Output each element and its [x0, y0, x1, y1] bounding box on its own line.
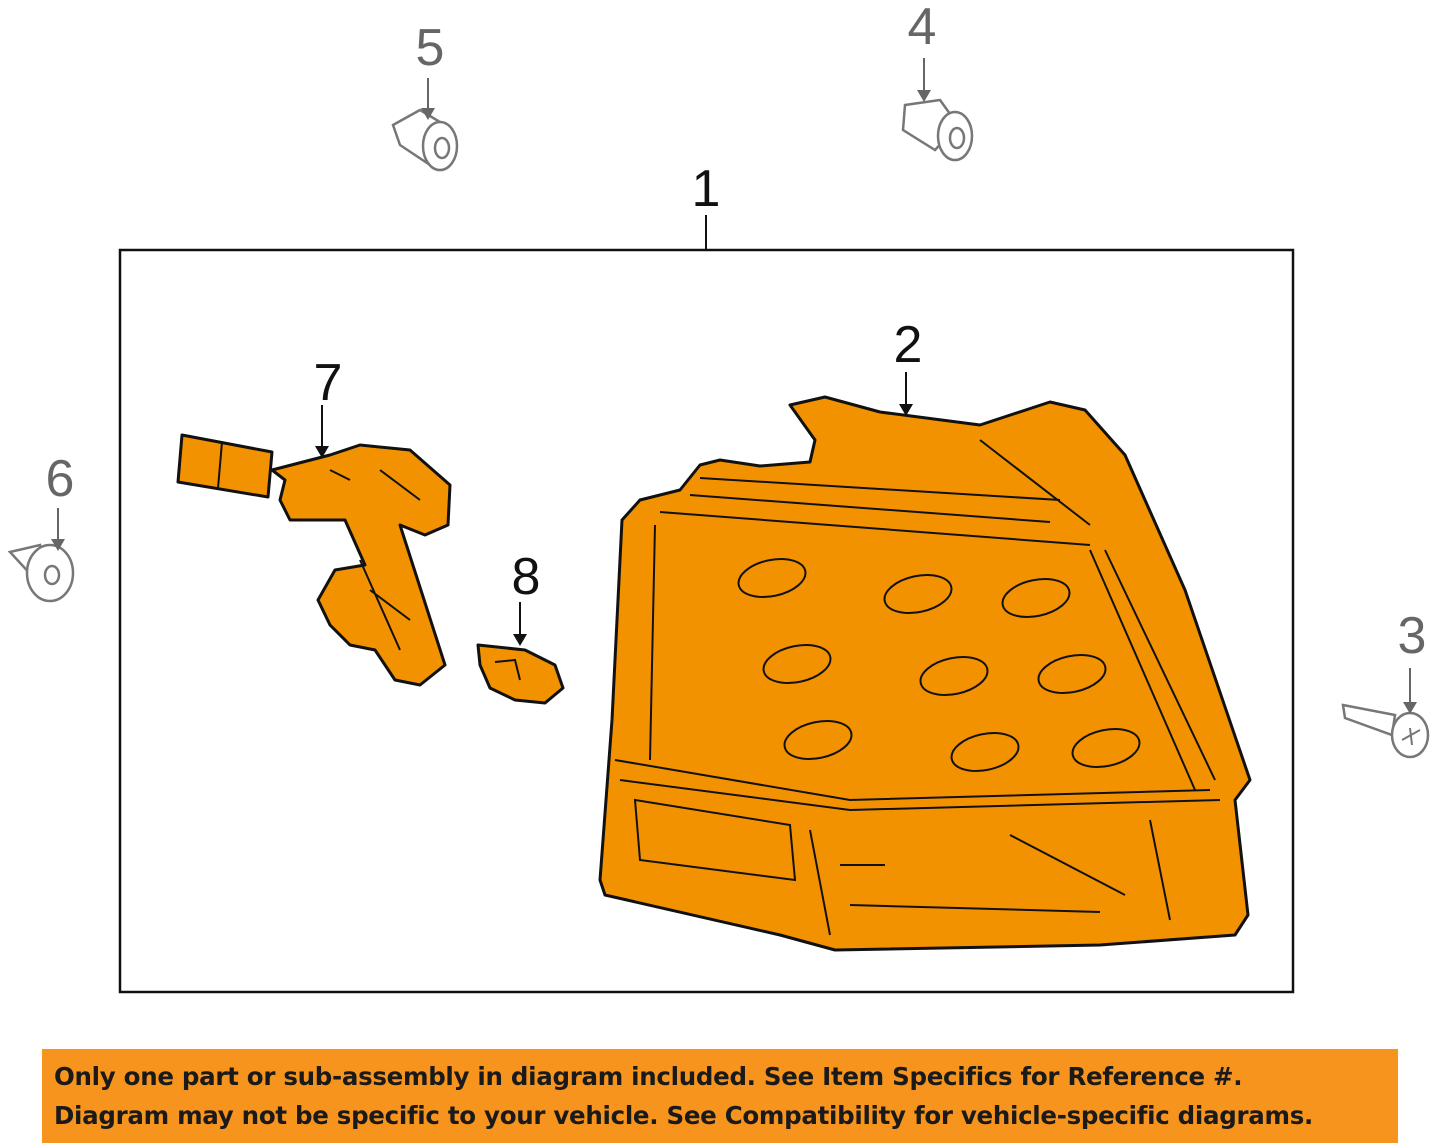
callout-2: 2 — [894, 316, 923, 374]
callout-4: 4 — [908, 0, 937, 56]
arrow-icon — [1403, 702, 1417, 714]
disclaimer-banner: Only one part or sub-assembly in diagram… — [42, 1049, 1398, 1143]
screw-part-3 — [1341, 703, 1430, 759]
callout-3: 3 — [1398, 607, 1427, 665]
disclaimer-line-1: Only one part or sub-assembly in diagram… — [54, 1062, 1243, 1091]
arrow-icon — [51, 539, 65, 551]
arrow-icon — [315, 446, 329, 458]
callout-7: 7 — [314, 354, 343, 412]
tail-lamp-part-2 — [598, 395, 1252, 952]
clip-part-6 — [7, 543, 75, 603]
clip-part-5 — [391, 108, 459, 172]
callout-8: 8 — [512, 548, 541, 606]
arrow-icon — [899, 404, 913, 416]
callout-6: 6 — [46, 450, 75, 508]
bulb-part-8 — [476, 643, 565, 705]
socket-part-7 — [176, 433, 452, 687]
arrow-icon — [917, 90, 931, 102]
arrow-icon — [513, 634, 527, 646]
clip-part-4 — [901, 98, 974, 162]
arrow-icon — [421, 108, 435, 120]
disclaimer-line-2: Diagram may not be specific to your vehi… — [54, 1101, 1313, 1130]
callout-1: 1 — [692, 160, 721, 218]
callout-5: 5 — [416, 19, 445, 77]
